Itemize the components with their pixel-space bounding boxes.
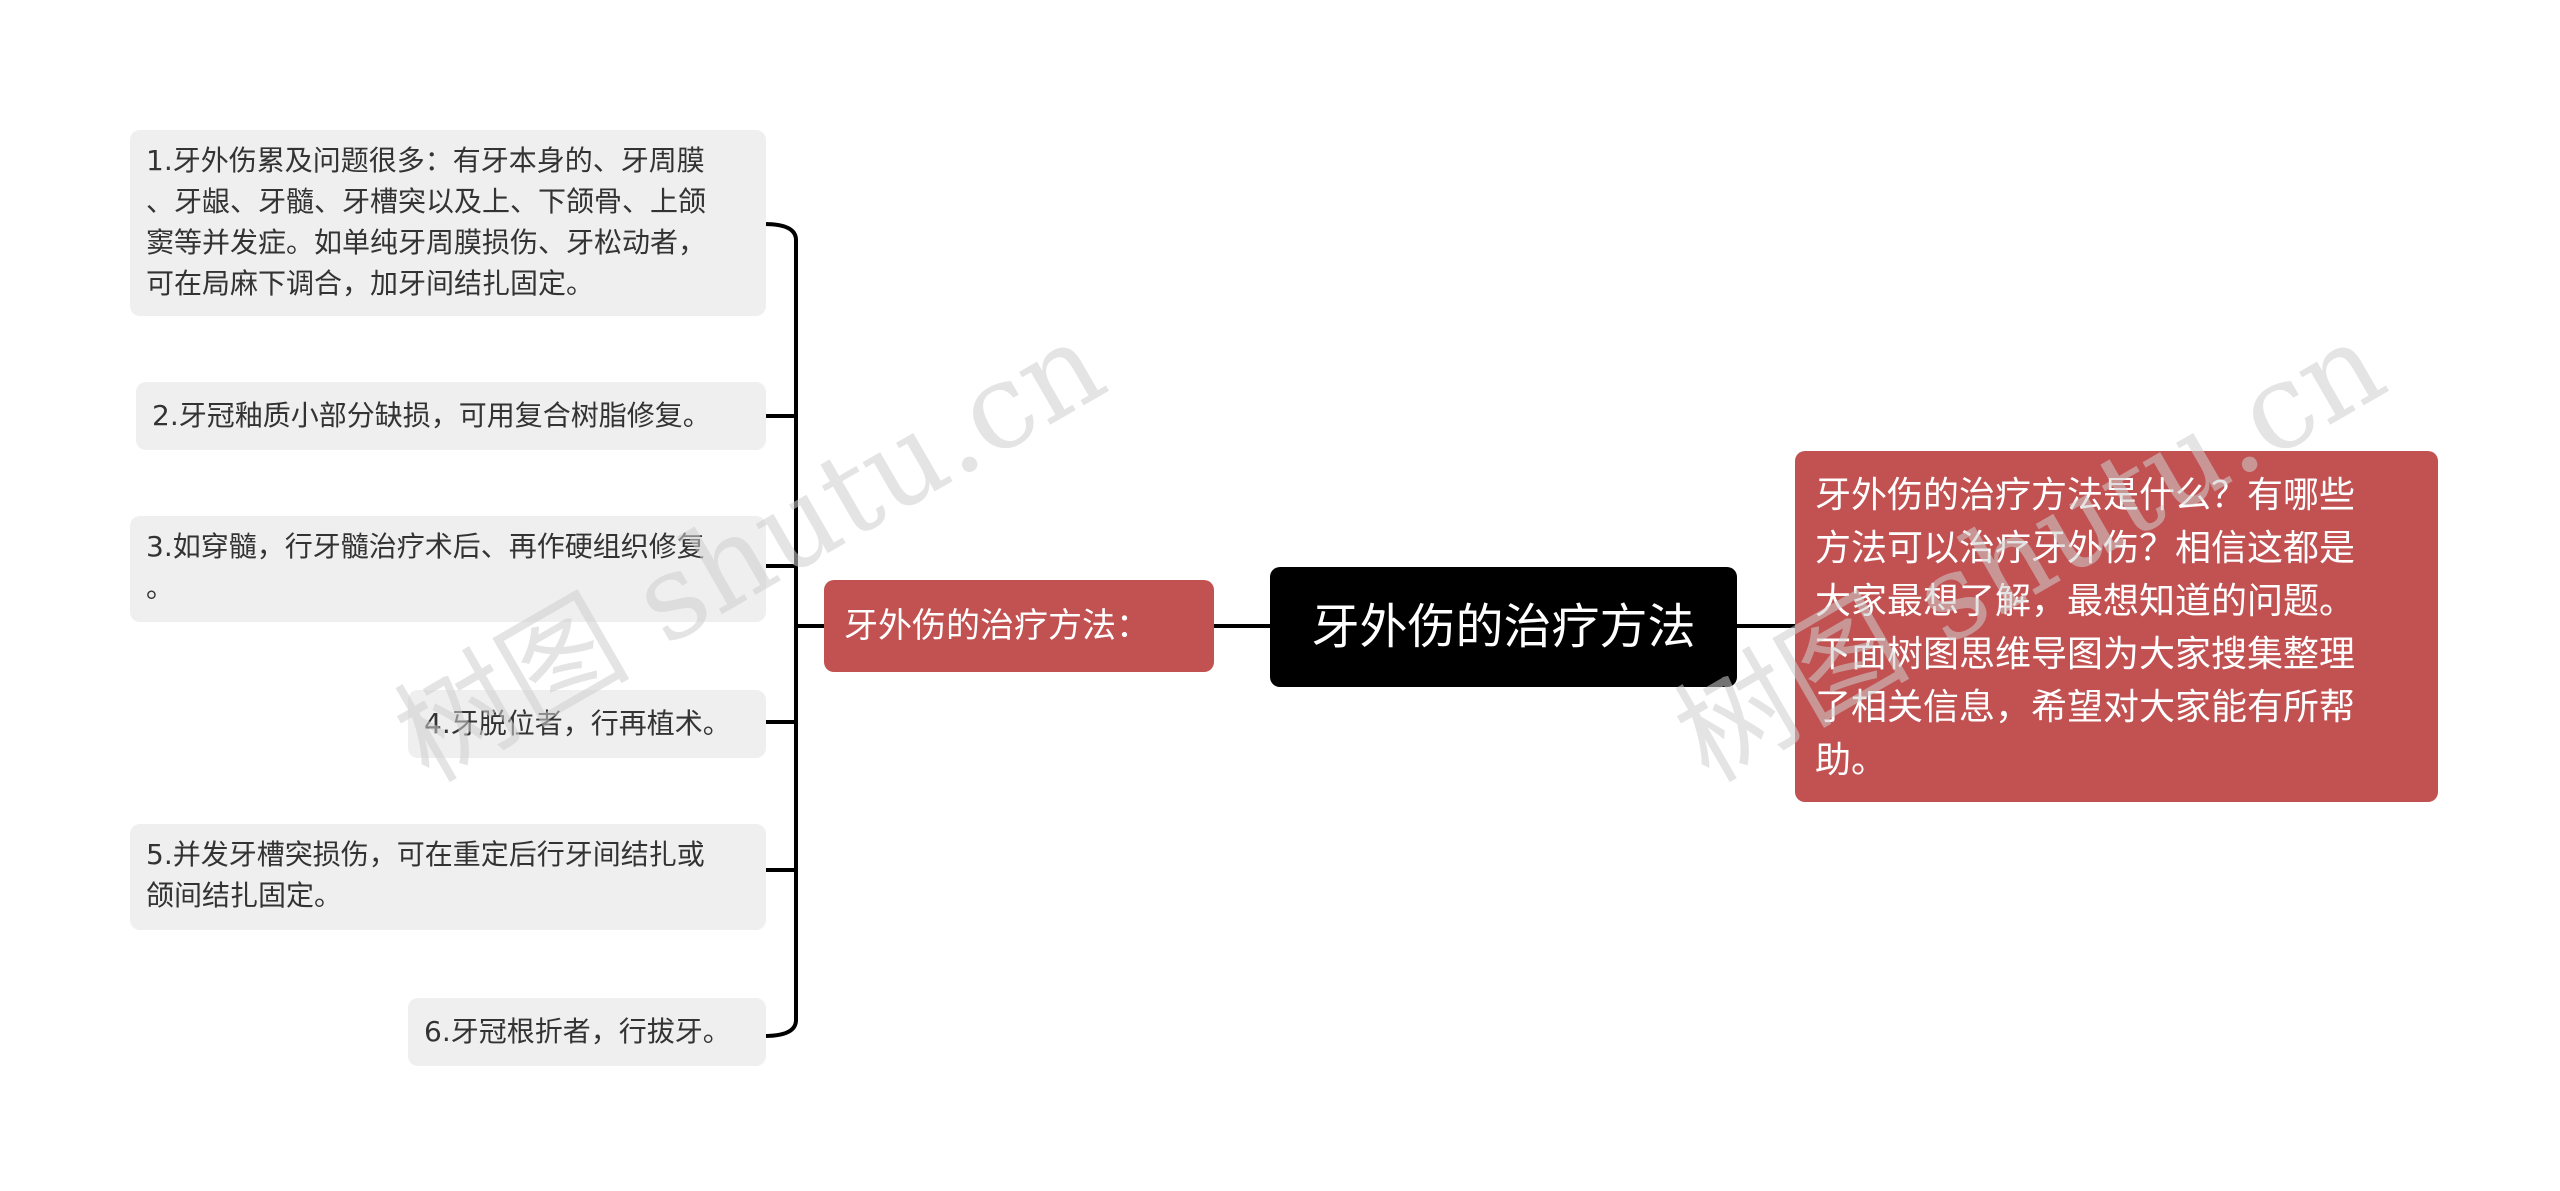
leaf-node-5[interactable]: 5.并发牙槽突损伤，可在重定后行牙间结扎或 颌间结扎固定。 [130,824,766,930]
leaf-bracket-line [763,222,798,1038]
branch-node[interactable]: 牙外伤的治疗方法： [824,580,1214,672]
leaf-node-2[interactable]: 2.牙冠釉质小部分缺损，可用复合树脂修复。 [136,382,766,450]
leaf-node-4[interactable]: 4.牙脱位者，行再植术。 [408,690,766,758]
leaf-node-3[interactable]: 3.如穿髓，行牙髓治疗术后、再作硬组织修复 。 [130,516,766,622]
root-node[interactable]: 牙外伤的治疗方法 [1270,567,1737,687]
leaf-node-6[interactable]: 6.牙冠根折者，行拔牙。 [408,998,766,1066]
description-node[interactable]: 牙外伤的治疗方法是什么？有哪些 方法可以治疗牙外伤？相信这都是 大家最想了解，最… [1795,451,2438,802]
leaf-node-1[interactable]: 1.牙外伤累及问题很多：有牙本身的、牙周膜 、牙龈、牙髓、牙槽突以及上、下颌骨、… [130,130,766,316]
